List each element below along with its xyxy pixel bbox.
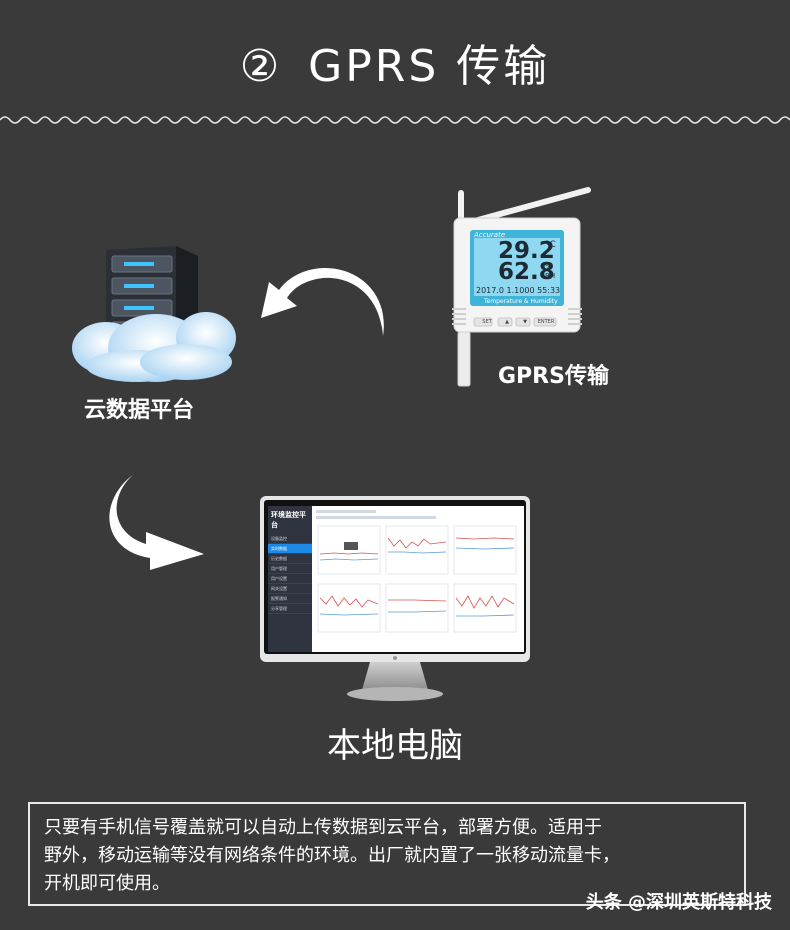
sidebar-item-realtime[interactable]: 实时数据: [268, 544, 312, 554]
humidity-tag: RH: [545, 272, 556, 280]
app-title: 环境监控平台: [271, 511, 306, 529]
description-line-3: 开机即可使用。: [44, 873, 170, 894]
title-text: GPRS 传输: [308, 41, 551, 92]
step-number: ②: [239, 41, 283, 92]
humidity-unit: %: [545, 262, 553, 271]
sidebar-item-user-settings[interactable]: 用户设置: [268, 574, 312, 584]
humidity-reading: 62.8: [498, 259, 555, 285]
device-brand: Accurate: [474, 231, 506, 239]
screen-chart-grid: [316, 510, 517, 633]
sidebar-item-share[interactable]: 分享管理: [268, 604, 312, 614]
sidebar-item-history[interactable]: 历史数据: [268, 554, 312, 564]
device-button-row: SET ▲ ▼ ENTER: [476, 319, 568, 325]
description-line-2: 野外，移动运输等没有网络条件的环境。出厂就内置了一张移动流量卡，: [44, 845, 620, 866]
curved-arrow-left-icon: [261, 268, 384, 336]
gprs-label: GPRS传输: [498, 364, 609, 389]
cloud-server-icon: [72, 246, 236, 382]
sidebar-item-users[interactable]: 用户管理: [268, 564, 312, 574]
device-caption: Temperature & Humidity: [484, 298, 558, 305]
curved-arrow-down-icon: [109, 474, 204, 570]
sidebar-item-device-monitor[interactable]: 设备监控: [268, 534, 312, 544]
page-title: ② GPRS 传输: [0, 30, 790, 94]
device-set-button: SET: [482, 319, 492, 325]
sidebar-item-gateway[interactable]: 网关设置: [268, 584, 312, 594]
monitor-screen: 环境监控平台 设备监控 实时数据 历史数据 用户管理 用户设置 网关设置 报警通…: [268, 506, 524, 652]
device-down-button: ▼: [523, 319, 527, 325]
screen-sidebar: 环境监控平台 设备监控 实时数据 历史数据 用户管理 用户设置 网关设置 报警通…: [268, 506, 312, 652]
header-band: ② GPRS 传输: [0, 0, 790, 122]
watermark: 头条 @深圳英斯特科技: [585, 892, 772, 913]
device-up-button: ▲: [505, 319, 509, 325]
device-enter-button: ENTER: [537, 319, 555, 325]
temperature-unit: °C: [545, 240, 556, 250]
gprs-device-icon: [452, 187, 591, 387]
wave-divider: [0, 116, 790, 124]
description-box: 只要有手机信号覆盖就可以自动上传数据到云平台，部署方便。适用于 野外，移动运输等…: [28, 802, 746, 906]
cloud-platform-label: 云数据平台: [84, 398, 195, 423]
sidebar-item-alerts[interactable]: 报警通知: [268, 594, 312, 604]
local-pc-label: 本地电脑: [327, 726, 463, 766]
temperature-reading: 29.2: [498, 238, 555, 264]
device-datetime: 2017.0 1.1000 55:33: [476, 286, 561, 295]
description-line-1: 只要有手机信号覆盖就可以自动上传数据到云平台，部署方便。适用于: [44, 817, 602, 838]
